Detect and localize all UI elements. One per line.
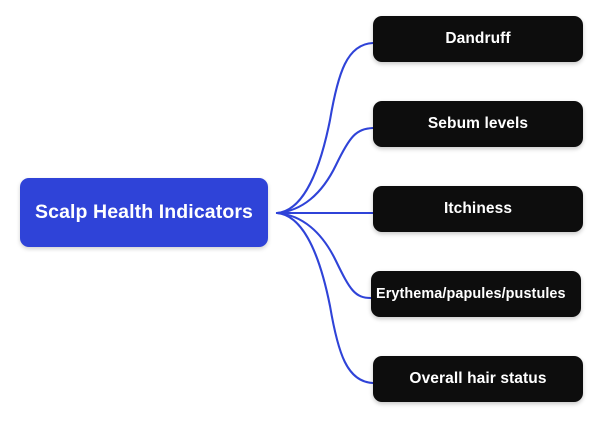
branch-node-sebum-levels[interactable]: Sebum levels xyxy=(373,101,583,147)
branch-node-label: Itchiness xyxy=(443,200,513,217)
branch-node-erythema-papules-pustules[interactable]: Erythema/papules/pustules xyxy=(371,271,581,317)
branch-node-label: Dandruff xyxy=(445,30,511,47)
branch-node-label: Erythema/papules/pustules xyxy=(376,286,566,302)
branch-node-dandruff[interactable]: Dandruff xyxy=(373,16,583,62)
root-node-label: Scalp Health Indicators xyxy=(35,201,253,223)
connector-to-sebum-levels xyxy=(275,126,375,215)
branch-node-itchiness[interactable]: Itchiness xyxy=(373,186,583,232)
branch-node-overall-hair-status[interactable]: Overall hair status xyxy=(373,356,583,402)
connector-to-dandruff xyxy=(275,41,375,215)
branch-node-label: Sebum levels xyxy=(427,115,529,132)
root-node-scalp-health-indicators[interactable]: Scalp Health Indicators xyxy=(20,178,268,247)
connector-to-overall-hair-status xyxy=(275,211,375,385)
connector-to-erythema xyxy=(275,211,373,300)
branch-node-label: Overall hair status xyxy=(409,370,547,387)
